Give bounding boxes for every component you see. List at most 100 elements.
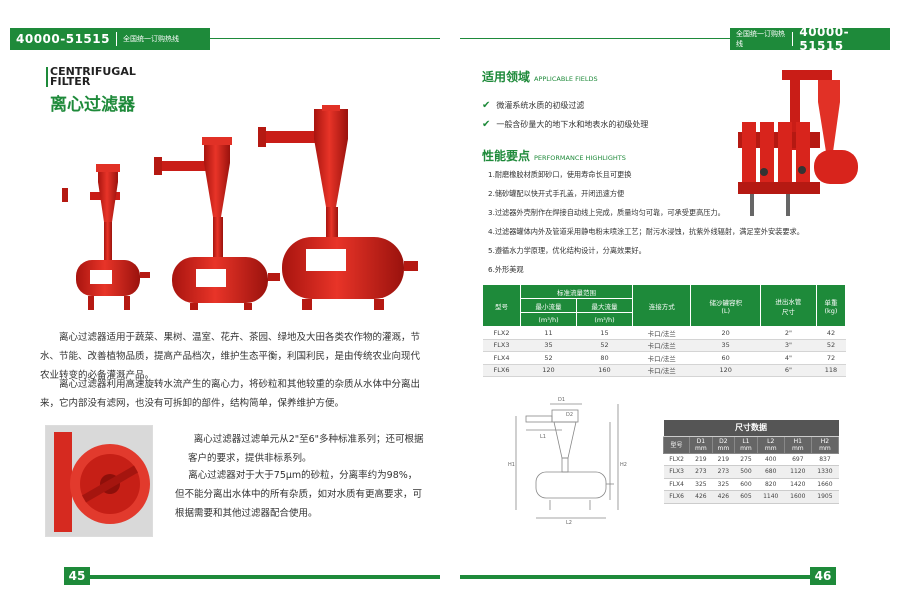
page-title: 离心过滤器 <box>50 95 135 115</box>
cell: 219 <box>689 453 713 466</box>
column-header: L1 mm <box>734 435 758 454</box>
spec-table: 型号 标准流量范围 连接方式 储沙罐容积 (L) 进出水管 尺寸 单重 (kg)… <box>482 284 847 377</box>
cell: 400 <box>757 453 785 466</box>
cell: FLX2 <box>482 326 521 340</box>
cell: 卡口/法兰 <box>632 351 691 365</box>
cell: FLX6 <box>663 490 690 504</box>
col-model: 型号 <box>482 284 521 327</box>
cell: 15 <box>576 326 633 340</box>
cell: 605 <box>734 490 758 504</box>
col-weight: 单重 (kg) <box>815 284 847 327</box>
cell: 80 <box>576 351 633 365</box>
applicable-item: 微灌系统水质的初级过滤 <box>496 101 585 110</box>
check-icon: ✔ <box>482 100 491 111</box>
col-pipe: 进出水管 尺寸 <box>759 284 817 327</box>
cell: 卡口/法兰 <box>632 326 691 340</box>
cell: 1420 <box>784 478 812 491</box>
list-item: ✔ 一般含砂量大的地下水和地表水的初级处理 <box>482 119 648 130</box>
cell: 426 <box>712 490 735 504</box>
cell: 325 <box>689 478 713 491</box>
performance-title-en: PERFORMANCE HIGHLIGHTS <box>534 154 626 162</box>
page-number-left: 45 <box>64 567 90 585</box>
cell: FLX3 <box>482 339 521 352</box>
performance-item: 1.耐磨橡胶材质卸砂口，使用寿命长且可更换 <box>488 170 632 179</box>
col-connection: 连接方式 <box>631 284 692 327</box>
hotline-number: 40000-51515 <box>16 32 110 46</box>
cell: 35 <box>690 339 761 352</box>
header-rule <box>460 38 730 39</box>
label-d1: D1 <box>558 397 565 403</box>
list-item: ✔ 微灌系统水质的初级过滤 <box>482 100 584 111</box>
cell: 6" <box>760 364 817 377</box>
column-header: D2 mm <box>711 435 736 454</box>
col-unit: (m³/h) <box>520 312 577 327</box>
title-en-line1: CENTRIFUGAL <box>50 65 136 78</box>
col-tank: 储沙罐容积 (L) <box>690 284 761 327</box>
cell: 52 <box>520 351 577 365</box>
divider <box>792 32 794 46</box>
header-rule <box>210 38 440 39</box>
cell: 1660 <box>811 478 839 491</box>
cell: FLX3 <box>663 465 690 479</box>
label-h2: H2 <box>620 462 627 468</box>
separation-paragraph: 离心过滤器对于大于75μm的砂粒，分离率约为98%，但不能分离出水体中的所有杂质… <box>175 470 423 519</box>
cell: 2" <box>760 326 817 340</box>
dimension-drawing: D1 D2 L1 L2 H1 H2 <box>508 397 627 526</box>
label-d2: D2 <box>566 412 573 418</box>
cell: 160 <box>576 364 633 377</box>
cell: 20 <box>690 326 761 340</box>
cell: 820 <box>757 478 785 491</box>
cell: 600 <box>734 478 758 491</box>
title-en-line2: FILTER <box>50 75 91 88</box>
footer-rule-left <box>90 575 440 579</box>
hotline-label: 全国统一订购热线 <box>122 35 179 43</box>
column-header: H1 mm <box>783 435 812 454</box>
col-max-flow: 最大流量 <box>575 298 633 313</box>
performance-item: 2.储砂罐配以快开式手孔盖，开闭迅速方便 <box>488 189 625 198</box>
col-flow: 标准流量范围 <box>520 284 633 299</box>
cell: 11 <box>520 326 577 340</box>
cell: 697 <box>784 453 812 466</box>
cell: 1330 <box>811 465 839 479</box>
title-accent <box>46 67 48 87</box>
cell: 1600 <box>784 490 812 504</box>
column-header: 型号 <box>662 435 691 454</box>
cell: 1120 <box>784 465 812 479</box>
cell: 325 <box>712 478 735 491</box>
cell: 1140 <box>757 490 785 504</box>
column-header: L2 mm <box>756 435 785 454</box>
cell: 35 <box>520 339 577 352</box>
divider <box>115 32 117 46</box>
cell: 卡口/法兰 <box>632 339 691 352</box>
intro-paragraph: 离心过滤器适用于蔬菜、果树、温室、花卉、茶园、绿地及大田各类农作物的灌溉，节水、… <box>40 332 421 381</box>
cell: 120 <box>690 364 761 377</box>
filter-station-image <box>738 70 858 216</box>
title-english: CENTRIFUGAL FILTER <box>50 65 136 88</box>
cell: 卡口/法兰 <box>632 364 691 377</box>
cell: 52 <box>576 339 633 352</box>
hotline-number: 40000-51515 <box>799 25 850 53</box>
filter-closeup-photo <box>45 425 153 537</box>
performance-item: 4.过滤器罐体内外及管道采用静电粉末喷涂工艺；耐污水浸蚀，抗紫外线辐射，满足室外… <box>488 227 804 236</box>
col-unit: (m³/h) <box>575 312 633 327</box>
cell: FLX2 <box>663 453 690 466</box>
principle-paragraph: 离心过滤器利用高速旋转水流产生的离心力，将砂粒和其他较重的杂质从水体中分离出来，… <box>40 379 421 409</box>
header-bar-left: 40000-51515 全国统一订购热线 <box>10 28 210 50</box>
header-bar-right: 全国统一订购热线 40000-51515 <box>730 25 890 53</box>
dimension-table: 尺寸数据 型号 D1 mm D2 mm L1 mm L2 mm H1 mm H2… <box>662 420 840 504</box>
cell: 426 <box>689 490 713 504</box>
footer-rule-right <box>460 575 810 579</box>
cell: 3" <box>760 339 817 352</box>
label-h1: H1 <box>508 462 515 468</box>
check-icon: ✔ <box>482 119 491 130</box>
col-min-flow: 最小流量 <box>520 298 577 313</box>
label-l2: L2 <box>566 520 572 526</box>
applicable-item: 一般含砂量大的地下水和地表水的初级处理 <box>496 120 649 129</box>
